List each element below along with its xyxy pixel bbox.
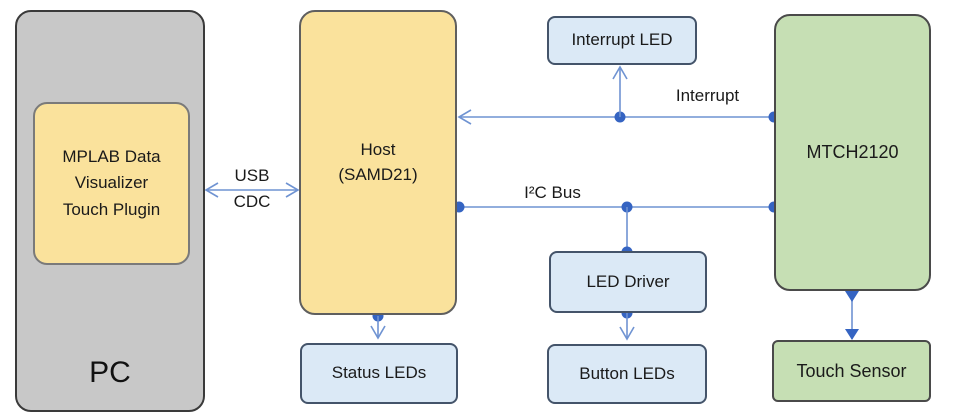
host-label: Host (SAMD21) <box>338 139 418 184</box>
junction-dot <box>614 111 626 123</box>
i2c-bus-wire-label: I²C Bus <box>524 183 581 202</box>
usb-wire-label: USB <box>234 166 270 185</box>
filled-arrow-down-icon <box>845 329 859 340</box>
interrupt-wire <box>457 109 780 125</box>
interrupt-led-node: Interrupt LED <box>547 16 697 65</box>
i2c-led-driver-branch-wire <box>621 207 633 258</box>
interrupt-led-label: Interrupt LED <box>571 30 673 50</box>
led-driver-label: LED Driver <box>586 271 670 291</box>
mtch-to-touch-sensor-wire <box>845 291 859 340</box>
mtch2120-node: MTCH2120 <box>774 14 931 291</box>
button-leds-node: Button LEDs <box>547 344 707 404</box>
interrupt-led-branch-wire <box>612 65 628 117</box>
arrowhead-down-icon <box>370 325 386 340</box>
mplab-plugin-label: MPLAB Data Visualizer Touch Plugin <box>62 146 161 219</box>
arrowhead-left-icon <box>457 109 472 125</box>
i2c-bus-wire <box>453 201 780 213</box>
arrowhead-down-icon <box>619 326 635 341</box>
touch-sensor-node: Touch Sensor <box>772 340 931 402</box>
interrupt-wire-label: Interrupt <box>675 86 740 105</box>
status-leds-label: Status LEDs <box>331 363 427 383</box>
arrowhead-up-icon <box>612 65 628 80</box>
button-leds-label: Button LEDs <box>579 363 675 383</box>
junction-dot <box>621 201 633 213</box>
pc-label: PC <box>89 355 131 389</box>
filled-arrow-down-icon <box>845 291 859 302</box>
mplab-plugin-node: MPLAB Data Visualizer Touch Plugin <box>33 102 190 265</box>
status-leds-node: Status LEDs <box>300 343 458 404</box>
cdc-wire-label: CDC <box>233 192 271 211</box>
mtch2120-label: MTCH2120 <box>806 142 899 163</box>
led-driver-node: LED Driver <box>549 251 707 313</box>
touch-sensor-label: Touch Sensor <box>796 360 907 381</box>
host-node: Host (SAMD21) <box>299 10 457 315</box>
